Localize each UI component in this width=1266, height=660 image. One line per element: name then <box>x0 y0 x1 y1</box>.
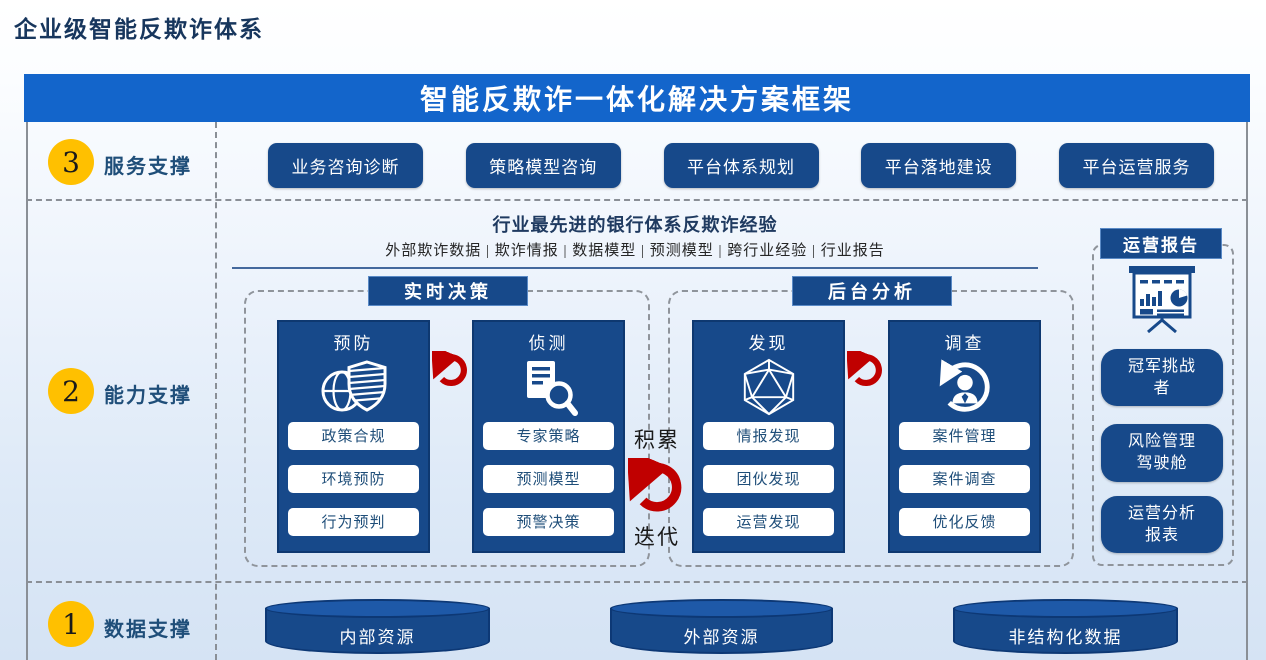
person-cycle-icon <box>936 356 994 418</box>
card-detection: 侦测 专家策略 预测模型 预警决策 <box>472 320 625 553</box>
card-item: 案件管理 <box>899 421 1030 450</box>
service-label: 服务支撑 <box>104 156 192 178</box>
capability-number-badge: 2 <box>48 368 94 414</box>
card-investigation: 调查 案件管理 案件调查 优化反馈 <box>888 320 1041 553</box>
card-item: 案件调查 <box>899 464 1030 493</box>
presentation-chart-icon <box>1124 266 1200 339</box>
service-button: 平台体系规划 <box>663 143 819 188</box>
card-item: 运营发现 <box>703 507 834 536</box>
card-item: 情报发现 <box>703 421 834 450</box>
card-item: 行为预判 <box>288 507 419 536</box>
service-button: 平台落地建设 <box>861 143 1017 188</box>
backend-group-header: 后台分析 <box>792 276 952 306</box>
card-prevention: 预防 政策合规 环境预防 行为预判 <box>277 320 430 553</box>
cycle-arrow-icon <box>846 344 885 394</box>
card-item: 环境预防 <box>288 464 419 493</box>
capability-label: 能力支撑 <box>104 385 192 407</box>
data-number: 1 <box>62 607 80 641</box>
row-divider-bottom <box>26 581 1248 583</box>
card-title: 发现 <box>748 334 789 353</box>
data-label: 数据支撑 <box>104 619 192 641</box>
realtime-group-header: 实时决策 <box>368 276 528 306</box>
service-button: 策略模型咨询 <box>465 143 621 188</box>
service-number: 3 <box>62 145 80 179</box>
card-discovery: 发现 情报发现 团伙发现 运营发现 <box>692 320 845 553</box>
cylinder-label: 内部资源 <box>339 628 416 647</box>
database-cylinder: 外部资源 <box>610 599 833 654</box>
cylinder-top <box>610 599 833 618</box>
cycle-top-label: 积累 <box>634 428 680 452</box>
headline-rule <box>232 267 1038 269</box>
card-title: 调查 <box>944 334 985 353</box>
cycle-bottom-label: 迭代 <box>634 525 680 549</box>
card-item: 专家策略 <box>483 421 614 450</box>
card-title: 侦测 <box>528 334 569 353</box>
capability-subline: 外部欺诈数据 | 欺诈情报 | 数据模型 | 预测模型 | 跨行业经验 | 行业… <box>385 243 885 259</box>
big-cycle-arrow-icon <box>626 448 686 521</box>
cycle-arrow-icon <box>431 344 470 394</box>
card-item: 预测模型 <box>483 464 614 493</box>
frame-line-right <box>1246 122 1248 660</box>
cylinder-top <box>265 599 490 618</box>
card-item: 预警决策 <box>483 507 614 536</box>
database-cylinder: 非结构化数据 <box>953 599 1178 654</box>
card-item: 团伙发现 <box>703 464 834 493</box>
cylinder-top <box>953 599 1178 618</box>
data-number-badge: 1 <box>48 601 94 647</box>
report-group-header: 运营报告 <box>1100 228 1222 259</box>
label-divider-dashed <box>215 122 217 660</box>
card-item: 优化反馈 <box>899 507 1030 536</box>
card-title: 预防 <box>333 334 374 353</box>
frame-line-left <box>26 122 28 660</box>
report-button: 冠军挑战者 <box>1101 349 1223 406</box>
service-number-badge: 3 <box>48 139 94 185</box>
service-button-row: 业务咨询诊断 策略模型咨询 平台体系规划 平台落地建设 平台运营服务 <box>268 143 1214 188</box>
globe-shield-icon <box>319 356 389 418</box>
capability-headline: 行业最先进的银行体系反欺诈经验 <box>492 215 778 235</box>
database-cylinder: 内部资源 <box>265 599 490 654</box>
row-divider-top <box>26 199 1248 201</box>
document-search-icon <box>520 356 578 418</box>
polyhedron-icon <box>739 356 799 418</box>
service-button: 平台运营服务 <box>1059 143 1214 188</box>
page-title: 企业级智能反欺诈体系 <box>14 17 264 42</box>
banner: 智能反欺诈一体化解决方案框架 <box>24 74 1250 122</box>
card-item: 政策合规 <box>288 421 419 450</box>
report-button: 风险管理驾驶舱 <box>1101 424 1223 482</box>
cylinder-label: 非结构化数据 <box>1008 628 1123 647</box>
report-button: 运营分析报表 <box>1101 496 1223 553</box>
cylinder-label: 外部资源 <box>683 628 760 647</box>
banner-title: 智能反欺诈一体化解决方案框架 <box>419 85 854 116</box>
service-button: 业务咨询诊断 <box>268 143 423 188</box>
capability-number: 2 <box>62 374 80 408</box>
